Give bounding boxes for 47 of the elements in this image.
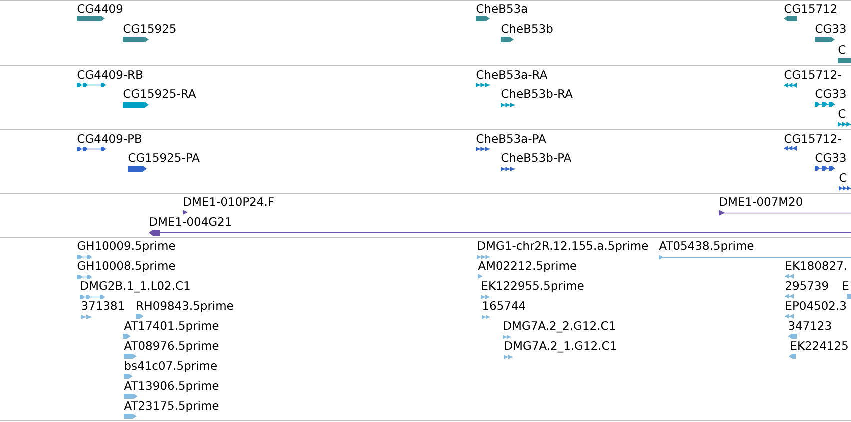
- feature-label: CheB53b: [502, 24, 553, 34]
- feature-label: CheB53b-RA: [502, 89, 573, 98]
- feature-label: AT23175.5prime: [124, 401, 219, 412]
- feature-label: DME1-010P24.F: [184, 197, 274, 206]
- feature-label: CG15712-: [784, 70, 842, 80]
- feature-label: DME1-007M20: [720, 197, 802, 206]
- feature-label: AT05438.5prime: [659, 241, 754, 252]
- feature-label: EK224125: [791, 341, 848, 350]
- feature-label: AT17401.5prime: [124, 321, 219, 332]
- feature-label: DMG7A.2_1.G12.C1: [505, 341, 616, 353]
- feature-label: EP04502.3: [786, 301, 846, 310]
- feature-label: DMG2B.1_1.L02.C1: [81, 281, 190, 293]
- feature-label: CG15712: [784, 4, 837, 14]
- feature-label: CG4409: [78, 4, 123, 14]
- feature-label: C: [838, 45, 846, 54]
- feature-label: 347123: [789, 321, 832, 330]
- feature-label: EK180827.: [786, 261, 846, 270]
- feature-label: CG15925: [124, 24, 176, 34]
- feature-label: CG4409-PB: [78, 134, 142, 144]
- feature-label: E: [843, 282, 849, 290]
- feature-label: DMG1-chr2R.12.155.a.5prime: [478, 241, 648, 252]
- feature-label: CheB53a-RA: [476, 70, 548, 80]
- feature-label: CG33: [816, 89, 846, 98]
- feature-label: 295739: [786, 281, 828, 290]
- feature-label: GH10009.5prime: [78, 241, 176, 252]
- feature-label: CheB53b-PA: [502, 153, 572, 162]
- feature-label: GH10008.5prime: [78, 261, 176, 272]
- feature-label: C: [840, 173, 847, 182]
- feature-label: CG33: [816, 153, 846, 162]
- feature-label: DME1-004G21: [150, 217, 232, 226]
- feature-label: CG15925-RA: [124, 89, 196, 98]
- feature-label: C: [838, 109, 846, 118]
- feature-label: AT13906.5prime: [124, 381, 219, 392]
- feature-label: RH09843.5prime: [137, 301, 234, 312]
- feature-label: AM02212.5prime: [478, 261, 576, 272]
- feature-label: 165744: [483, 301, 526, 310]
- feature-label: CG4409-RB: [78, 70, 143, 80]
- feature-label: CG33: [816, 24, 846, 34]
- feature-label: DMG7A.2_2.G12.C1: [504, 321, 616, 333]
- feature-label: CG15925-PA: [128, 153, 200, 162]
- feature-label: EK122955.5prime: [482, 281, 584, 292]
- feature-label: AT08976.5prime: [124, 341, 219, 352]
- feature-label: bs41c07.5prime: [125, 361, 217, 372]
- feature-label: CG15712-: [784, 134, 842, 144]
- feature-label: CheB53a: [476, 4, 528, 14]
- feature-label: 371381: [82, 301, 124, 310]
- feature-label: CheB53a-PA: [476, 134, 546, 144]
